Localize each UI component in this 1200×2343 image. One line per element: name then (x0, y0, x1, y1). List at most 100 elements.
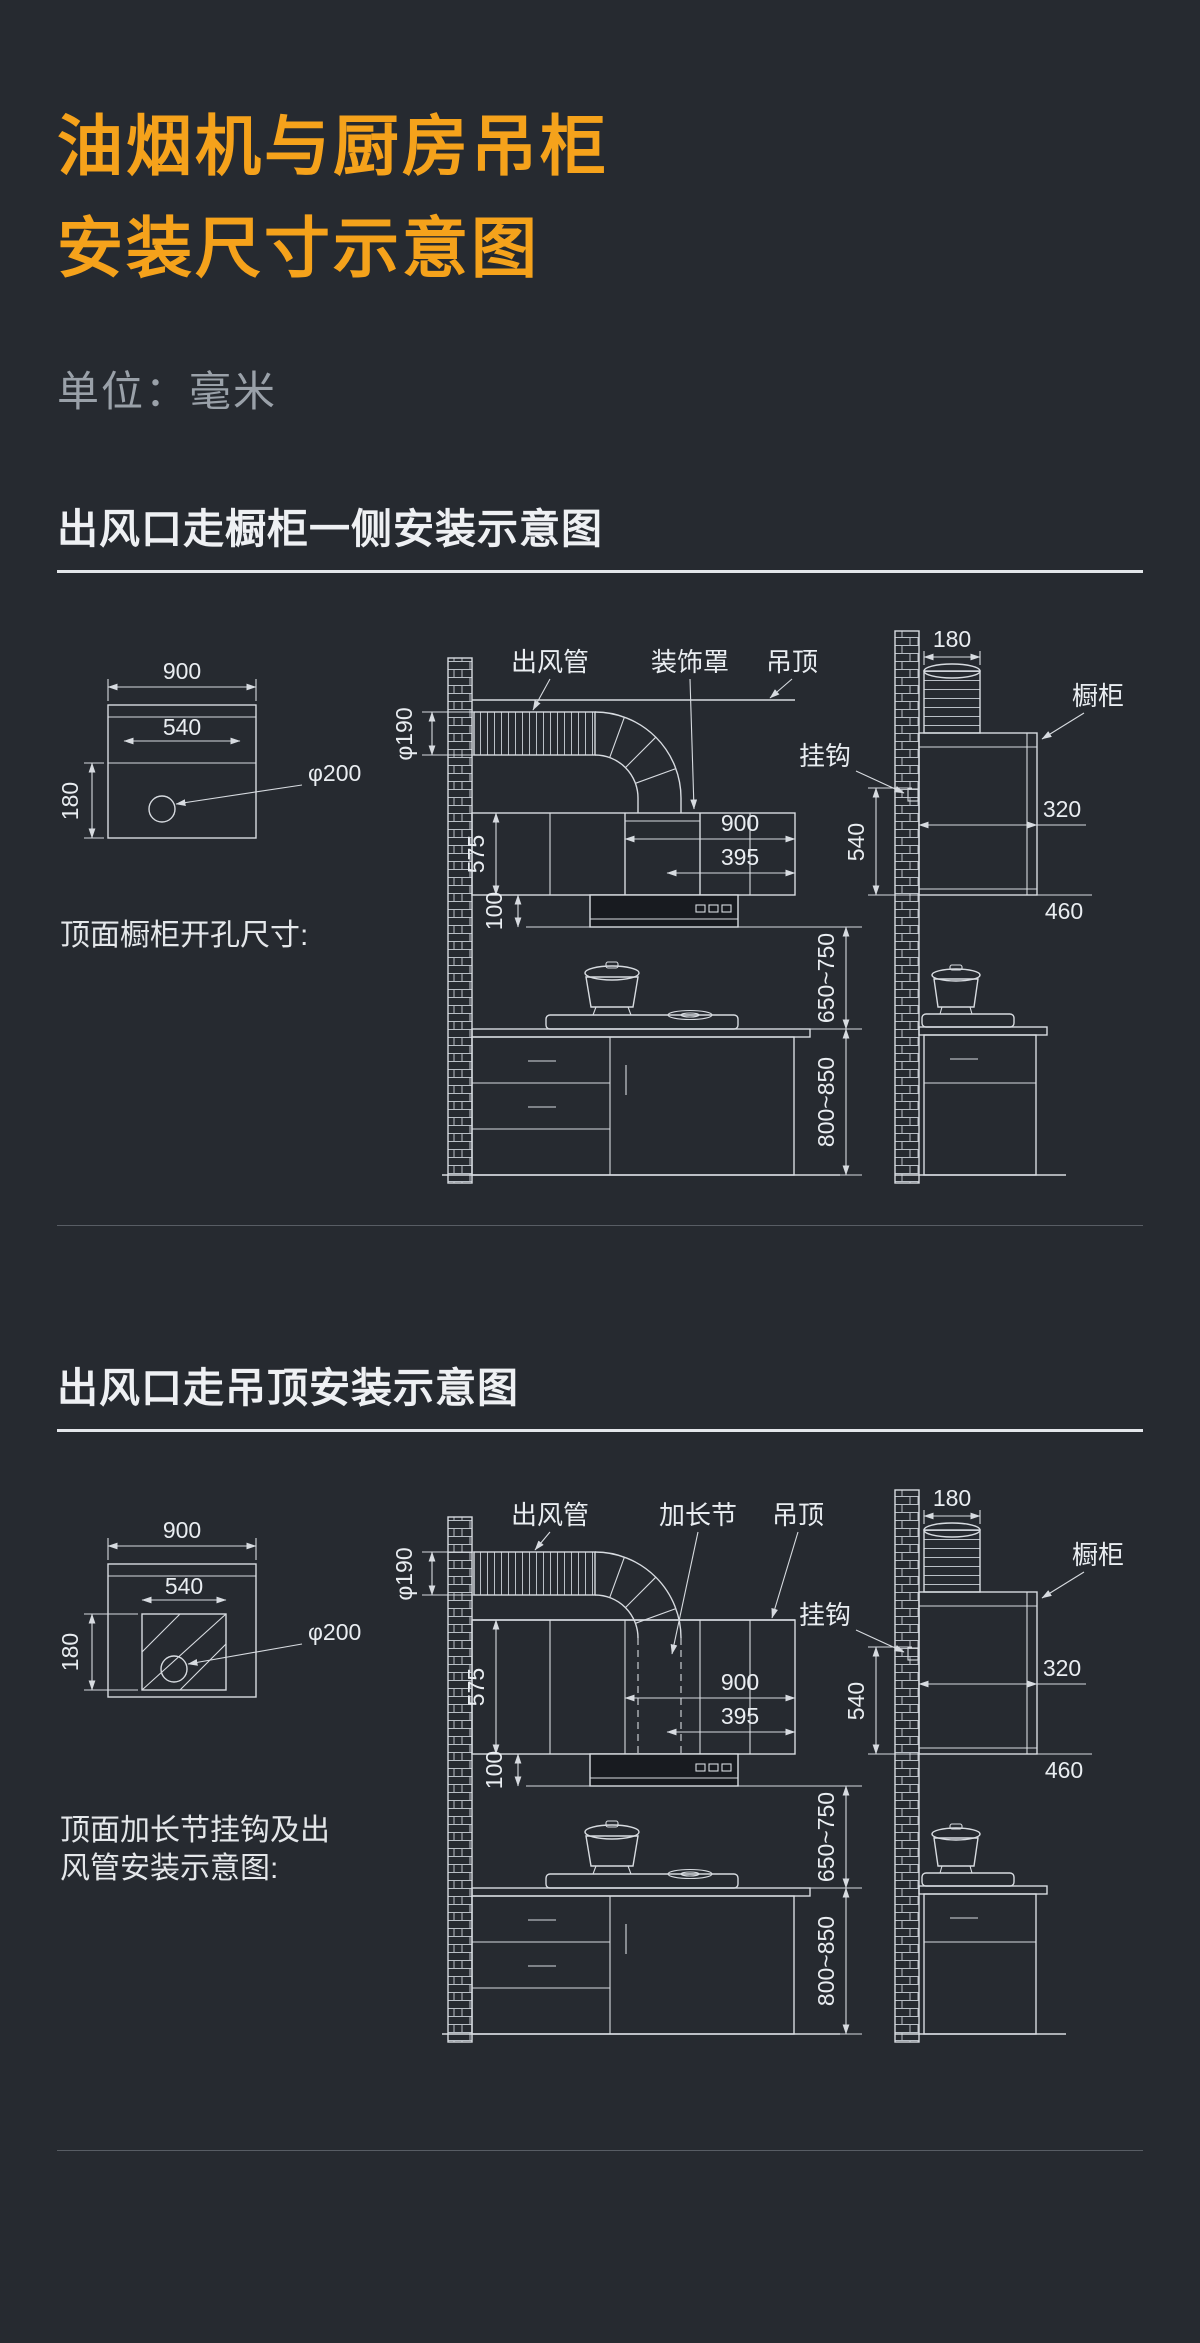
dim-top-540: 540 (165, 1573, 203, 1599)
label-ceiling: 吊顶 (766, 647, 818, 677)
label-extension: 加长节 (659, 1500, 737, 1530)
dim-duct-width: 180 (923, 1485, 981, 1524)
dim-650-750: 650~750 (813, 933, 839, 1023)
right-base-cabinet (923, 1892, 1037, 2035)
side-wall (447, 656, 473, 1184)
right-stove (921, 964, 1015, 1028)
section2-heading-underline (57, 1428, 1143, 1432)
cutout-plan-view: 900 540 180 φ200 (57, 658, 361, 839)
dim-hood-to-counter: 650~750 (738, 1785, 862, 1889)
gas-stove (545, 961, 739, 1030)
dim-counter-height: 800~850 (813, 1887, 862, 2035)
countertop (471, 1027, 811, 1038)
dim-800-850: 800~850 (813, 1916, 839, 2006)
cabinet-label: 橱柜 (1041, 681, 1124, 740)
dim-800-850: 800~850 (813, 1057, 839, 1147)
dim-540: 540 (843, 1681, 869, 1719)
side-wall (447, 1515, 473, 2043)
exhaust-duct (473, 1550, 682, 1754)
wall-cabinet (918, 1590, 1038, 1755)
dim-phi-190: φ190 (391, 707, 417, 760)
dim-hook-height: 540 (843, 1646, 919, 1755)
dim-460: 460 (1045, 898, 1083, 924)
dim-counter-height: 800~850 (813, 1028, 862, 1176)
exhaust-duct (473, 710, 682, 813)
section2-heading: 出风口走吊顶安装示意图 (57, 1364, 519, 1411)
dim-right-180: 180 (933, 1485, 971, 1511)
dim-650-750: 650~750 (813, 1792, 839, 1882)
section1-heading: 出风口走橱柜一侧安装示意图 (57, 505, 603, 552)
right-base-cabinet (923, 1033, 1037, 1176)
page-title-line2: 安装尺寸示意图 (57, 211, 540, 286)
dim-phi-200: φ200 (308, 760, 361, 786)
hook-label: 挂钩 (799, 1600, 919, 1661)
section-divider-1 (57, 1224, 1143, 1226)
hook-label: 挂钩 (799, 741, 919, 802)
dim-cabinet-height: 575 (463, 1619, 500, 1755)
dim-540: 540 (843, 822, 869, 860)
diagram2-caption-line1: 顶面加长节挂钩及出 (60, 1814, 330, 1847)
right-countertop (918, 1884, 1048, 1895)
dim-395: 395 (721, 1703, 759, 1729)
dim-cabinet-depth: 320 (918, 796, 1086, 828)
dim-phi-200: φ200 (308, 1619, 361, 1645)
label-cover: 装饰罩 (651, 647, 729, 677)
dim-right-180: 180 (933, 626, 971, 652)
unit-label: 单位：毫米 (57, 367, 278, 415)
duct-collar (923, 662, 981, 734)
cabinet-label: 橱柜 (1041, 1540, 1124, 1599)
range-hood (589, 1752, 739, 1787)
label-duct-pipe: 出风管 (511, 647, 589, 677)
dim-duct-diameter: φ190 (391, 707, 474, 760)
right-countertop (918, 1025, 1048, 1036)
dim-left-180: 180 (57, 781, 83, 819)
dim-left-180: 180 (57, 1632, 83, 1670)
gas-stove (545, 1820, 739, 1889)
dim-hood-width: 900 395 (624, 1669, 796, 1735)
dim-duct-width: 180 (923, 626, 981, 665)
dim-hood-gap: 100 (481, 891, 590, 930)
right-wall (894, 629, 920, 1184)
dim-top-540: 540 (163, 714, 201, 740)
dim-575: 575 (463, 834, 489, 872)
dim-320: 320 (1043, 796, 1081, 822)
label-hook: 挂钩 (799, 1600, 851, 1630)
dim-100: 100 (481, 891, 507, 929)
dim-hood-gap: 100 (481, 1750, 590, 1789)
dim-575: 575 (463, 1667, 489, 1705)
diagram2-caption-line2: 风管安装示意图: (60, 1852, 278, 1885)
dim-top-900: 900 (163, 1517, 201, 1543)
base-cabinet (471, 1035, 795, 1176)
countertop (471, 1886, 811, 1897)
dim-100: 100 (481, 1750, 507, 1788)
dim-hood-width: 900 395 (624, 810, 796, 876)
section-divider-2 (57, 2149, 1143, 2151)
base-cabinet (471, 1894, 795, 2035)
label-ceiling: 吊顶 (772, 1500, 824, 1530)
cutout-plan-view: 900 540 180 φ200 (57, 1517, 361, 1698)
dim-duct-diameter: φ190 (391, 1547, 474, 1600)
dim-hood-to-counter: 650~750 (738, 926, 862, 1030)
dim-900: 900 (721, 810, 759, 836)
dim-395: 395 (721, 844, 759, 870)
label-duct-pipe: 出风管 (511, 1500, 589, 1530)
page: 油烟机与厨房吊柜 安装尺寸示意图 单位：毫米 出风口走橱柜一侧安装示意图 (57, 109, 1143, 2151)
page-title-line1: 油烟机与厨房吊柜 (57, 109, 609, 183)
label-hook: 挂钩 (799, 741, 851, 771)
dim-cabinet-height: 575 (463, 812, 500, 896)
label-cabinet: 橱柜 (1072, 1540, 1124, 1570)
dim-900: 900 (721, 1669, 759, 1695)
dim-bottom-offset: 460 (1037, 1753, 1092, 1783)
dim-320: 320 (1043, 1655, 1081, 1681)
dim-bottom-offset: 460 (1037, 894, 1092, 924)
dim-phi-190: φ190 (391, 1547, 417, 1600)
range-hood (589, 893, 739, 928)
right-stove (921, 1823, 1015, 1887)
dim-cabinet-depth: 320 (918, 1655, 1086, 1687)
dim-460: 460 (1045, 1757, 1083, 1783)
top-labels: 出风管 加长节 吊顶 (511, 1500, 824, 1655)
diagram-1-canvas: 900 540 180 φ200 顶面橱柜开孔尺寸: (57, 626, 1124, 1184)
section1-heading-underline (57, 569, 1143, 573)
duct-collar (923, 1521, 981, 1593)
right-wall (894, 1488, 920, 2043)
